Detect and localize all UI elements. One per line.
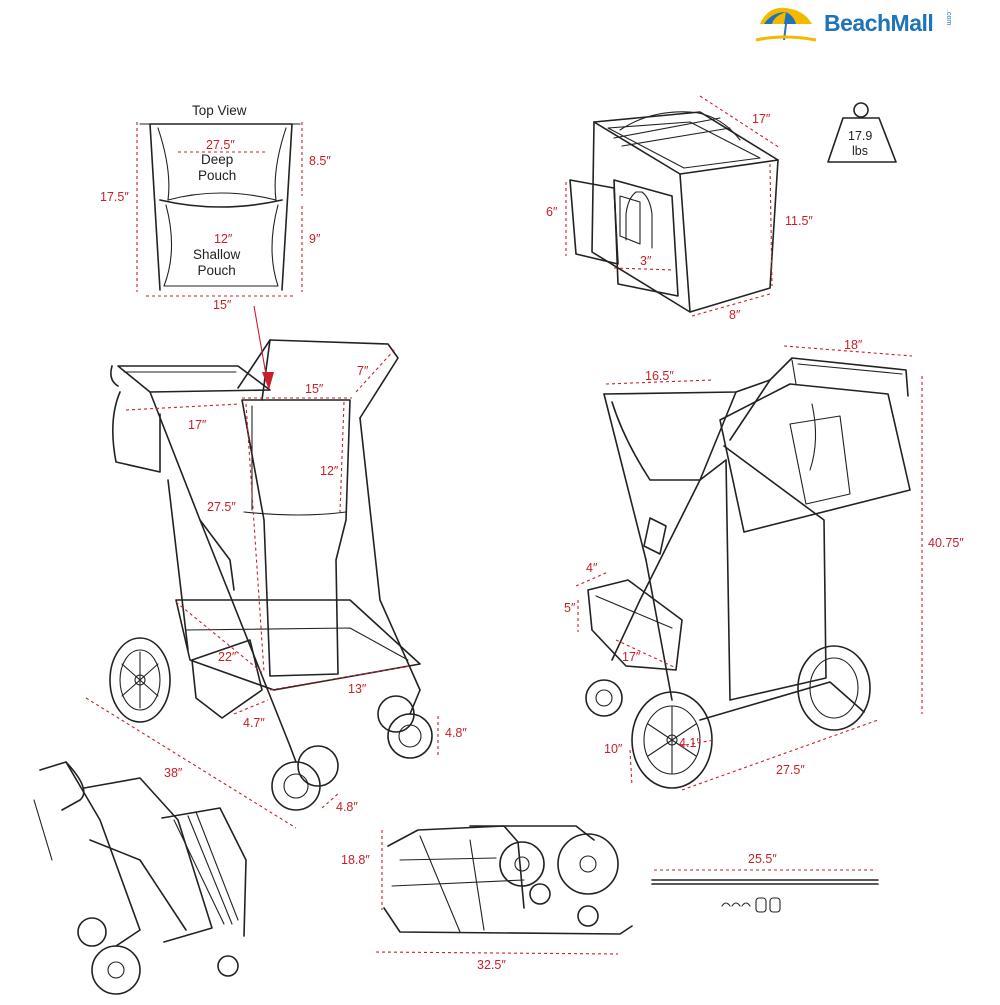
dim-wheel-width: 4.1″	[679, 736, 701, 750]
dim-front-wheel-height: 4.8″	[445, 726, 467, 740]
dim-bottom-depth: 22″	[218, 650, 237, 664]
dim-cart-length: 38″	[164, 766, 183, 780]
left-cart-sketch	[85, 305, 439, 829]
dim-base-length: 27.5″	[776, 763, 805, 777]
weight-unit: lbs	[852, 144, 868, 158]
dim-shallow-depth: 9″	[309, 232, 321, 246]
dim-handle-width: 18″	[844, 338, 863, 352]
folded-cart-sketch	[33, 761, 247, 995]
dim-folded-length: 32.5″	[477, 958, 506, 972]
brand-name: BeachMall	[824, 10, 934, 36]
dim-shallow-width: 12″	[214, 232, 233, 246]
folded-side-sketch	[375, 825, 633, 955]
dim-rear-wheel-width: 4.7″	[243, 716, 265, 730]
dim-deep-depth: 8.5″	[309, 154, 331, 168]
dim-cooler-length: 17″	[752, 112, 771, 126]
dim-top-depth: 7″	[357, 364, 369, 378]
dim-pocket-depth: 3″	[640, 254, 652, 268]
dim-side-width: 17″	[188, 418, 207, 432]
dim-deep-width: 27.5″	[206, 138, 235, 152]
dim-pole-length: 25.5″	[748, 852, 777, 866]
dim-front-wheel-width: 4.8″	[336, 800, 358, 814]
dim-bag-length: 27.5″	[207, 500, 236, 514]
top-view-sketch	[136, 122, 303, 297]
brand-suffix: .com	[945, 10, 952, 26]
pole-sketch	[651, 869, 879, 913]
dim-cooler-height: 11.5″	[785, 214, 813, 228]
dim-cart-height: 40.75″	[928, 536, 964, 550]
deep-pouch-label: Deep Pouch	[198, 152, 237, 183]
umbrella-icon	[755, 7, 817, 42]
dim-basket-width: 16.5″	[645, 369, 674, 383]
dim-side-pocket-h: 5″	[564, 601, 576, 615]
dim-top-width: 15″	[305, 382, 324, 396]
dim-side-pocket-w: 4″	[586, 561, 598, 575]
shallow-pouch-label: Shallow Pouch	[193, 247, 241, 278]
dim-bottom-width: 13″	[348, 682, 367, 696]
cooler-sketch	[565, 95, 781, 317]
dim-pocket-height: 6″	[546, 205, 558, 219]
dim-wheel-diameter: 10″	[604, 742, 623, 756]
weight-icon	[827, 102, 897, 163]
dim-side-pocket-length: 17″	[622, 650, 641, 664]
right-cart-sketch	[575, 345, 923, 791]
brand-logo: BeachMall .com	[754, 4, 960, 44]
dim-bag-height: 12″	[320, 464, 339, 478]
top-view-title: Top View	[192, 103, 247, 118]
dim-cooler-depth: 8″	[729, 308, 741, 322]
dim-total-depth: 17.5″	[100, 190, 129, 204]
dim-width: 15″	[213, 298, 232, 312]
dim-folded-height: 18.8″	[341, 853, 370, 867]
weight-value: 17.9	[848, 129, 873, 143]
